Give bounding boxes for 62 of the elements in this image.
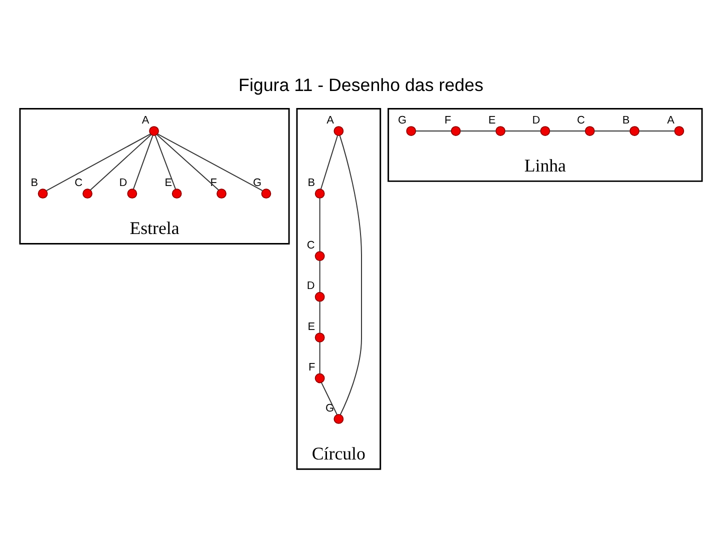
- node-label: C: [576, 114, 585, 126]
- node-circle: [334, 413, 344, 424]
- connector: [319, 260, 320, 292]
- node-label: E: [164, 176, 172, 188]
- node-label: A: [142, 114, 150, 126]
- connector: [156, 134, 220, 190]
- node-circle: [261, 188, 272, 198]
- node-label: C: [306, 238, 315, 251]
- connector: [594, 130, 630, 132]
- node-label: F: [444, 114, 452, 126]
- connector: [320, 134, 338, 190]
- node-circle: [540, 126, 550, 136]
- node-circle: [406, 126, 416, 136]
- node-label: B: [308, 176, 315, 188]
- node-label: G: [253, 176, 262, 188]
- connector: [319, 341, 320, 374]
- connector: [638, 130, 675, 132]
- node-circle: [314, 188, 325, 198]
- node-circle: [584, 126, 595, 136]
- node-label: E: [308, 320, 315, 332]
- node-circle: [127, 188, 138, 198]
- diagram-title: Figura 11 - Desenho das redes: [238, 74, 484, 95]
- connector: [549, 130, 586, 132]
- node-circle: [314, 250, 325, 261]
- connector: [90, 134, 152, 190]
- node-label: D: [306, 280, 315, 292]
- node-label: E: [488, 114, 496, 126]
- node-circle: [674, 126, 684, 136]
- node-label: G: [325, 402, 334, 414]
- node-circle: [314, 372, 325, 383]
- connector: [415, 130, 452, 132]
- connector: [154, 134, 176, 190]
- node-label: G: [398, 114, 406, 126]
- connector: [319, 300, 320, 333]
- node-circle: [172, 188, 182, 198]
- connector: [132, 134, 154, 190]
- node-circle: [216, 188, 226, 198]
- connector: [504, 130, 541, 132]
- connector: [339, 134, 362, 415]
- node-circle: [630, 126, 640, 136]
- node-circle: [38, 188, 48, 198]
- node-label: A: [667, 114, 674, 126]
- node-circle: [450, 126, 461, 136]
- node-circle: [334, 126, 344, 136]
- node-circle: [82, 188, 92, 198]
- connector: [460, 130, 496, 132]
- node-circle: [496, 126, 506, 136]
- node-label: F: [210, 176, 217, 188]
- connector: [46, 133, 151, 191]
- node-label: F: [308, 361, 316, 374]
- node-label: B: [30, 176, 38, 188]
- node-circle: [314, 291, 325, 302]
- connector: [320, 382, 338, 415]
- node-label: C: [74, 176, 82, 188]
- connector: [157, 133, 263, 191]
- node-label: B: [622, 114, 630, 126]
- node-circle: [149, 126, 159, 136]
- node-label: A: [326, 114, 334, 126]
- node-label: D: [119, 176, 128, 188]
- connector: [319, 197, 320, 252]
- node-label: D: [532, 114, 540, 126]
- node-circle: [314, 332, 325, 342]
